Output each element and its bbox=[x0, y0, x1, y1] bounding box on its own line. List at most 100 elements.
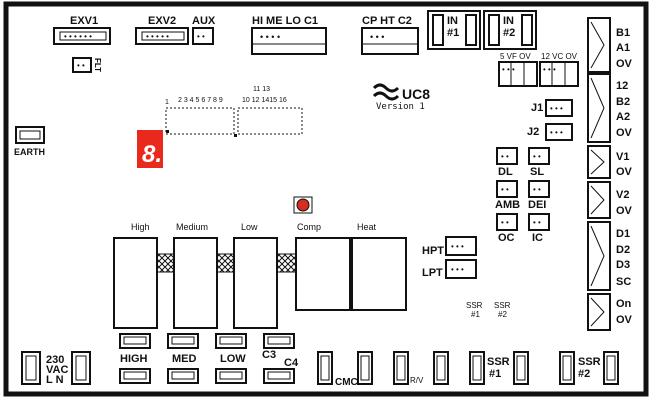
sl-connector: • • bbox=[528, 147, 550, 165]
j1-label: J1 bbox=[531, 102, 543, 114]
aux-connector: • • bbox=[192, 27, 214, 45]
terminal-ov1-label: OV bbox=[616, 58, 633, 70]
dl-label: DL bbox=[498, 166, 513, 178]
svg-text:• • • • • •: • • • • • • bbox=[64, 32, 92, 41]
flt-connector: • • bbox=[72, 57, 92, 73]
svg-text:• •: • • bbox=[533, 185, 541, 194]
display-digit: 8. bbox=[142, 141, 162, 168]
exv1-label: EXV1 bbox=[70, 15, 98, 27]
oc-label: OC bbox=[498, 232, 515, 244]
svg-text:• • • • •: • • • • • bbox=[146, 32, 169, 41]
vac-label: VAC bbox=[46, 364, 68, 376]
svg-text:• •: • • bbox=[501, 152, 509, 161]
terminal-block-v2-ov bbox=[587, 181, 611, 219]
terminal-v1-label: V1 bbox=[616, 151, 629, 163]
terminal-ov5-label: OV bbox=[616, 314, 633, 326]
amb-connector: • • bbox=[496, 180, 518, 198]
vac-230-terminal bbox=[21, 351, 91, 385]
terminal-sc-label: SC bbox=[616, 276, 631, 288]
exv2-connector: • • • • • bbox=[135, 27, 189, 45]
flt-label: FLT bbox=[93, 58, 102, 72]
ssr2-terminal bbox=[559, 351, 619, 385]
terminal-v2-label: V2 bbox=[616, 189, 629, 201]
terminal-12-label: 12 bbox=[616, 80, 628, 92]
terminal-a2-label: A2 bbox=[616, 111, 630, 123]
c4-bottom-connector bbox=[263, 368, 295, 384]
med-top-connector bbox=[167, 333, 199, 349]
svg-text:• •: • • bbox=[533, 152, 541, 161]
high-bottom-connector bbox=[119, 368, 151, 384]
terminal-d2-label: D2 bbox=[616, 244, 630, 256]
board-title: UC8 bbox=[402, 86, 430, 102]
ic-connector: • • bbox=[528, 213, 550, 231]
ssr2-label-a: SSR bbox=[578, 356, 601, 368]
five-vf-ov-connector: • • • bbox=[498, 61, 538, 87]
terminal-ov4-label: OV bbox=[616, 205, 633, 217]
dei-label: DEI bbox=[528, 199, 546, 211]
reset-button[interactable] bbox=[293, 196, 313, 214]
j2-label: J2 bbox=[527, 126, 539, 138]
dip-label-top: 11 13 bbox=[253, 86, 270, 93]
terminal-d3-label: D3 bbox=[616, 259, 630, 271]
board-version: Version 1 bbox=[376, 102, 425, 112]
aux-label: AUX bbox=[192, 15, 216, 27]
j1-connector: • • • bbox=[545, 99, 573, 117]
dip-label-row-c: 10 12 1415 16 bbox=[242, 97, 287, 104]
cmc-terminal bbox=[317, 351, 373, 385]
in1-connector bbox=[427, 10, 481, 50]
relay-comp-label: Comp bbox=[297, 222, 321, 232]
terminal-block-d1-sc bbox=[587, 221, 611, 291]
relay-comp bbox=[295, 237, 351, 311]
twelve-vc-ov-connector: • • • bbox=[539, 61, 579, 87]
lpt-connector: • • • bbox=[445, 259, 477, 279]
ssr2-small-label-a: SSR bbox=[494, 301, 511, 310]
seven-segment-display bbox=[137, 130, 163, 168]
high-label: HIGH bbox=[120, 353, 148, 365]
svg-text:• • •: • • • bbox=[550, 104, 563, 113]
dip-label-row-b: 2 3 4 5 6 7 8 9 bbox=[178, 97, 223, 104]
vac-230-label: 230 bbox=[46, 354, 64, 366]
terminal-block-12-ov bbox=[587, 73, 611, 143]
oc-connector: • • bbox=[496, 213, 518, 231]
terminal-block-on-ov bbox=[587, 293, 611, 331]
exv2-label: EXV2 bbox=[148, 15, 176, 27]
hpt-connector: • • • bbox=[445, 236, 477, 256]
dip-switch-bank bbox=[165, 107, 303, 137]
terminal-ov3-label: OV bbox=[616, 166, 633, 178]
twelve-vc-ov-label: 12 VC OV bbox=[541, 52, 578, 61]
svg-text:• • •: • • • bbox=[370, 32, 384, 42]
cmc-label: CMC bbox=[335, 377, 358, 388]
in2-label-a: IN bbox=[503, 15, 514, 27]
earth-label: EARTH bbox=[14, 147, 45, 157]
lpt-label: LPT bbox=[422, 267, 443, 279]
rv-terminal bbox=[393, 351, 449, 385]
relay-low bbox=[233, 237, 278, 329]
c4-label: C4 bbox=[284, 357, 299, 369]
fan-group-label: HI ME LO C1 bbox=[252, 15, 318, 27]
terminal-b1-label: B1 bbox=[616, 27, 630, 39]
exv1-connector: • • • • • • bbox=[53, 27, 111, 45]
svg-text:• • •: • • • bbox=[543, 65, 556, 74]
sl-label: SL bbox=[530, 166, 544, 178]
low-bottom-connector bbox=[215, 368, 247, 384]
relay-heat-label: Heat bbox=[357, 222, 377, 232]
ln-label: L N bbox=[46, 374, 64, 386]
fan-terminal-block: • • • • bbox=[251, 27, 327, 55]
cp-group-label: CP HT C2 bbox=[362, 15, 412, 27]
rv-label: R/V bbox=[410, 376, 424, 385]
relay-high bbox=[113, 237, 158, 329]
svg-text:• •: • • bbox=[197, 32, 205, 41]
svg-text:• • •: • • • bbox=[451, 242, 464, 251]
svg-text:• • •: • • • bbox=[502, 65, 515, 74]
ssr1-label-b: #1 bbox=[489, 368, 501, 380]
uc8-logo-icon bbox=[372, 83, 400, 101]
ic-label: IC bbox=[532, 232, 543, 244]
c3-label: C3 bbox=[262, 349, 276, 361]
terminal-block-v1-ov bbox=[587, 145, 611, 179]
low-top-connector bbox=[215, 333, 247, 349]
terminal-b2-label: B2 bbox=[616, 96, 630, 108]
ssr1-terminal bbox=[469, 351, 529, 385]
svg-text:• •: • • bbox=[77, 61, 85, 70]
svg-text:• • •: • • • bbox=[550, 128, 563, 137]
